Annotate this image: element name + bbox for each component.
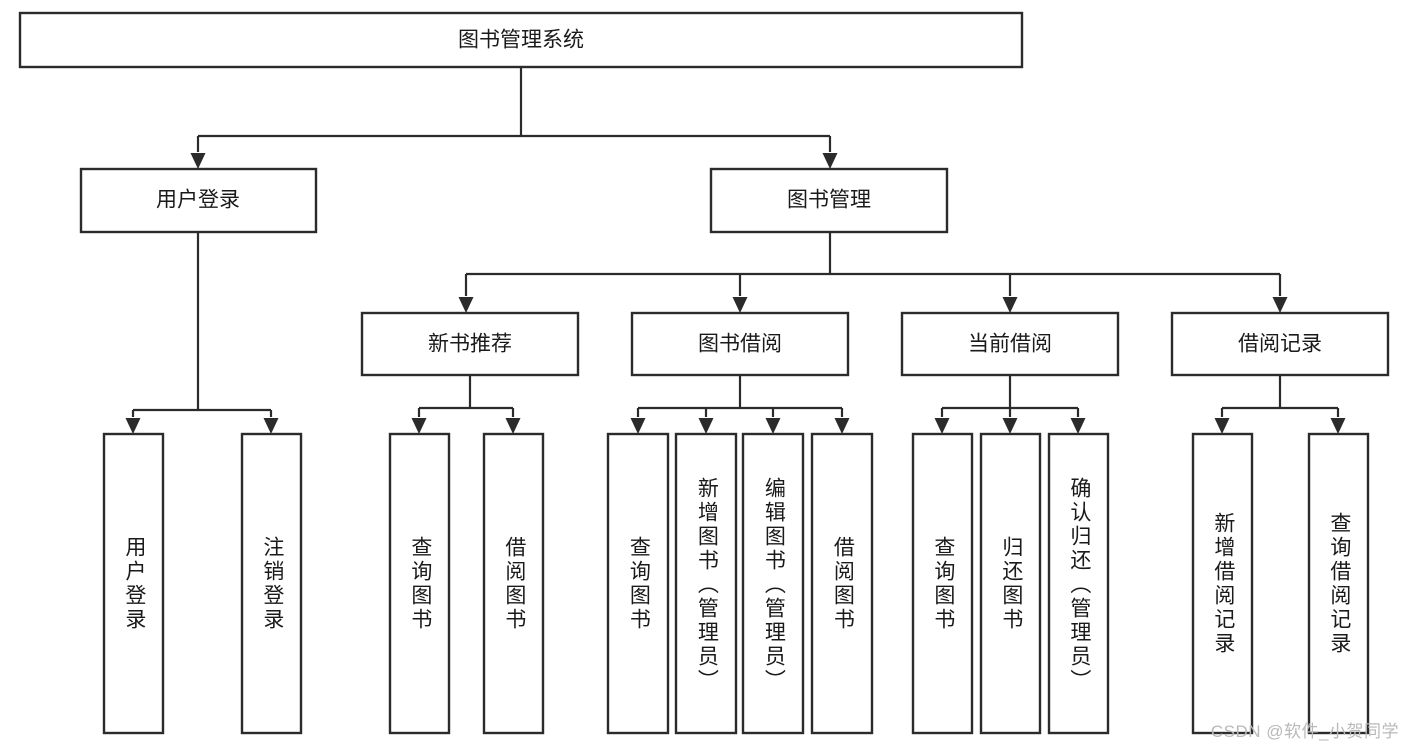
current-borrow-box[interactable] (900, 311, 1120, 377)
leaf-label: 确认归还（管理员） (1067, 476, 1091, 693)
node-book-borrow[interactable]: 图书借阅 (630, 311, 850, 377)
leaf-text-wrap: 注销登录 (260, 535, 284, 632)
leaf-text-wrap: 归还图书 (999, 535, 1023, 632)
leaf-text-wrap: 用户登录 (122, 535, 146, 632)
root-box[interactable] (18, 11, 1024, 69)
arrowhead-leaf-ul-2 (263, 418, 279, 434)
arrowhead-leaf-nb-2 (505, 418, 521, 434)
borrow-record-label: 借阅记录 (1238, 333, 1322, 356)
leaf-label: 借阅图书 (502, 535, 526, 632)
arrowhead-book-manage (822, 153, 838, 169)
leaf-borrow-record-1[interactable]: 新增借阅记录 (1191, 432, 1254, 735)
arrowhead-leaf-nb-1 (411, 418, 427, 434)
arrowhead-book-borrow (732, 297, 748, 313)
connector-group-current-borrow (934, 375, 1086, 434)
leaf-book-borrow-4[interactable]: 借阅图书 (810, 432, 874, 735)
leaf-text-wrap: 查询借阅记录 (1327, 511, 1351, 656)
leaf-text-wrap: 确认归还（管理员） (1067, 476, 1091, 693)
leaf-box[interactable] (606, 432, 670, 735)
arrowhead-leaf-cb-1 (934, 418, 950, 434)
new-book-recommend-box[interactable] (360, 311, 580, 377)
arrowhead-current-borrow (1002, 297, 1018, 313)
leaf-text-wrap: 查询图书 (931, 535, 955, 632)
book-borrow-label: 图书借阅 (698, 333, 782, 356)
leaf-text-wrap: 查询图书 (627, 535, 651, 632)
arrowhead-user-login (190, 153, 206, 169)
node-user-login[interactable]: 用户登录 (79, 167, 318, 234)
arrowhead-leaf-bb-4 (834, 418, 850, 434)
leaf-text-wrap: 编辑图书（管理员） (762, 476, 786, 693)
leaf-book-borrow-3[interactable]: 编辑图书（管理员） (741, 432, 805, 735)
connector-group-book-manage (458, 232, 1288, 313)
leaf-user-login-2[interactable]: 注销登录 (240, 432, 303, 735)
leaf-box[interactable] (979, 432, 1042, 735)
leaf-text-wrap: 查询图书 (408, 535, 432, 632)
arrowhead-leaf-bb-3 (765, 418, 781, 434)
leaf-box[interactable] (482, 432, 545, 735)
arrowhead-leaf-ul-1 (125, 418, 141, 434)
node-current-borrow[interactable]: 当前借阅 (900, 311, 1120, 377)
new-book-recommend-label: 新书推荐 (428, 333, 512, 356)
leaf-label: 注销登录 (260, 535, 284, 632)
leaf-text-wrap: 借阅图书 (502, 535, 526, 632)
leaf-label: 查询图书 (408, 535, 432, 632)
leaf-label: 查询借阅记录 (1327, 511, 1351, 656)
leaf-label: 借阅图书 (831, 535, 855, 632)
leaf-label: 新增图书（管理员） (695, 476, 719, 693)
leaf-box[interactable] (1307, 432, 1370, 735)
arrowhead-leaf-br-1 (1214, 418, 1230, 434)
leaf-label: 查询图书 (627, 535, 651, 632)
book-manage-box[interactable] (709, 167, 949, 234)
leaf-label: 新增借阅记录 (1211, 511, 1235, 656)
leaf-box[interactable] (911, 432, 974, 735)
leaf-label: 用户登录 (122, 535, 146, 632)
leaf-current-borrow-2[interactable]: 归还图书 (979, 432, 1042, 735)
borrow-record-box[interactable] (1170, 311, 1390, 377)
leaf-text-wrap: 借阅图书 (831, 535, 855, 632)
node-book-manage[interactable]: 图书管理 (709, 167, 949, 234)
leaf-new-book-2[interactable]: 借阅图书 (482, 432, 545, 735)
leaf-box[interactable] (741, 432, 805, 735)
leaf-label: 编辑图书（管理员） (762, 476, 786, 693)
arrowhead-borrow-record (1272, 297, 1288, 313)
user-login-label: 用户登录 (156, 189, 240, 212)
leaf-box[interactable] (674, 432, 738, 735)
leaf-current-borrow-1[interactable]: 查询图书 (911, 432, 974, 735)
connector-group-new-book (411, 375, 521, 434)
leaf-borrow-record-2[interactable]: 查询借阅记录 (1307, 432, 1370, 735)
leaf-text-wrap: 新增图书（管理员） (695, 476, 719, 693)
arrowhead-leaf-bb-1 (630, 418, 646, 434)
leaf-new-book-1[interactable]: 查询图书 (388, 432, 451, 735)
leaf-label: 查询图书 (931, 535, 955, 632)
leaf-box[interactable] (102, 432, 165, 735)
leaf-book-borrow-1[interactable]: 查询图书 (606, 432, 670, 735)
node-new-book-recommend[interactable]: 新书推荐 (360, 311, 580, 377)
book-manage-label: 图书管理 (787, 189, 871, 212)
leaf-label: 归还图书 (999, 535, 1023, 632)
leaf-text-wrap: 新增借阅记录 (1211, 511, 1235, 656)
user-login-box[interactable] (79, 167, 318, 234)
connector-group-borrow-record (1214, 375, 1346, 434)
leaf-user-login-1[interactable]: 用户登录 (102, 432, 165, 735)
arrowhead-leaf-bb-2 (698, 418, 714, 434)
connector-group-root (190, 67, 838, 169)
leaf-book-borrow-2[interactable]: 新增图书（管理员） (674, 432, 738, 735)
arrowhead-leaf-cb-2 (1002, 418, 1018, 434)
arrowhead-new-book (458, 297, 474, 313)
node-root[interactable]: 图书管理系统 (18, 11, 1024, 69)
arrowhead-leaf-br-2 (1330, 418, 1346, 434)
connector-group-book-borrow (630, 375, 850, 434)
leaf-box[interactable] (240, 432, 303, 735)
arrowhead-leaf-cb-3 (1070, 418, 1086, 434)
root-label: 图书管理系统 (458, 29, 584, 52)
leaf-current-borrow-3[interactable]: 确认归还（管理员） (1047, 432, 1110, 735)
current-borrow-label: 当前借阅 (968, 333, 1052, 356)
leaf-box[interactable] (388, 432, 451, 735)
book-borrow-box[interactable] (630, 311, 850, 377)
connector-group-user-login (125, 232, 279, 434)
node-borrow-record[interactable]: 借阅记录 (1170, 311, 1390, 377)
leaf-box[interactable] (1191, 432, 1254, 735)
leaf-box[interactable] (810, 432, 874, 735)
leaf-box[interactable] (1047, 432, 1110, 735)
